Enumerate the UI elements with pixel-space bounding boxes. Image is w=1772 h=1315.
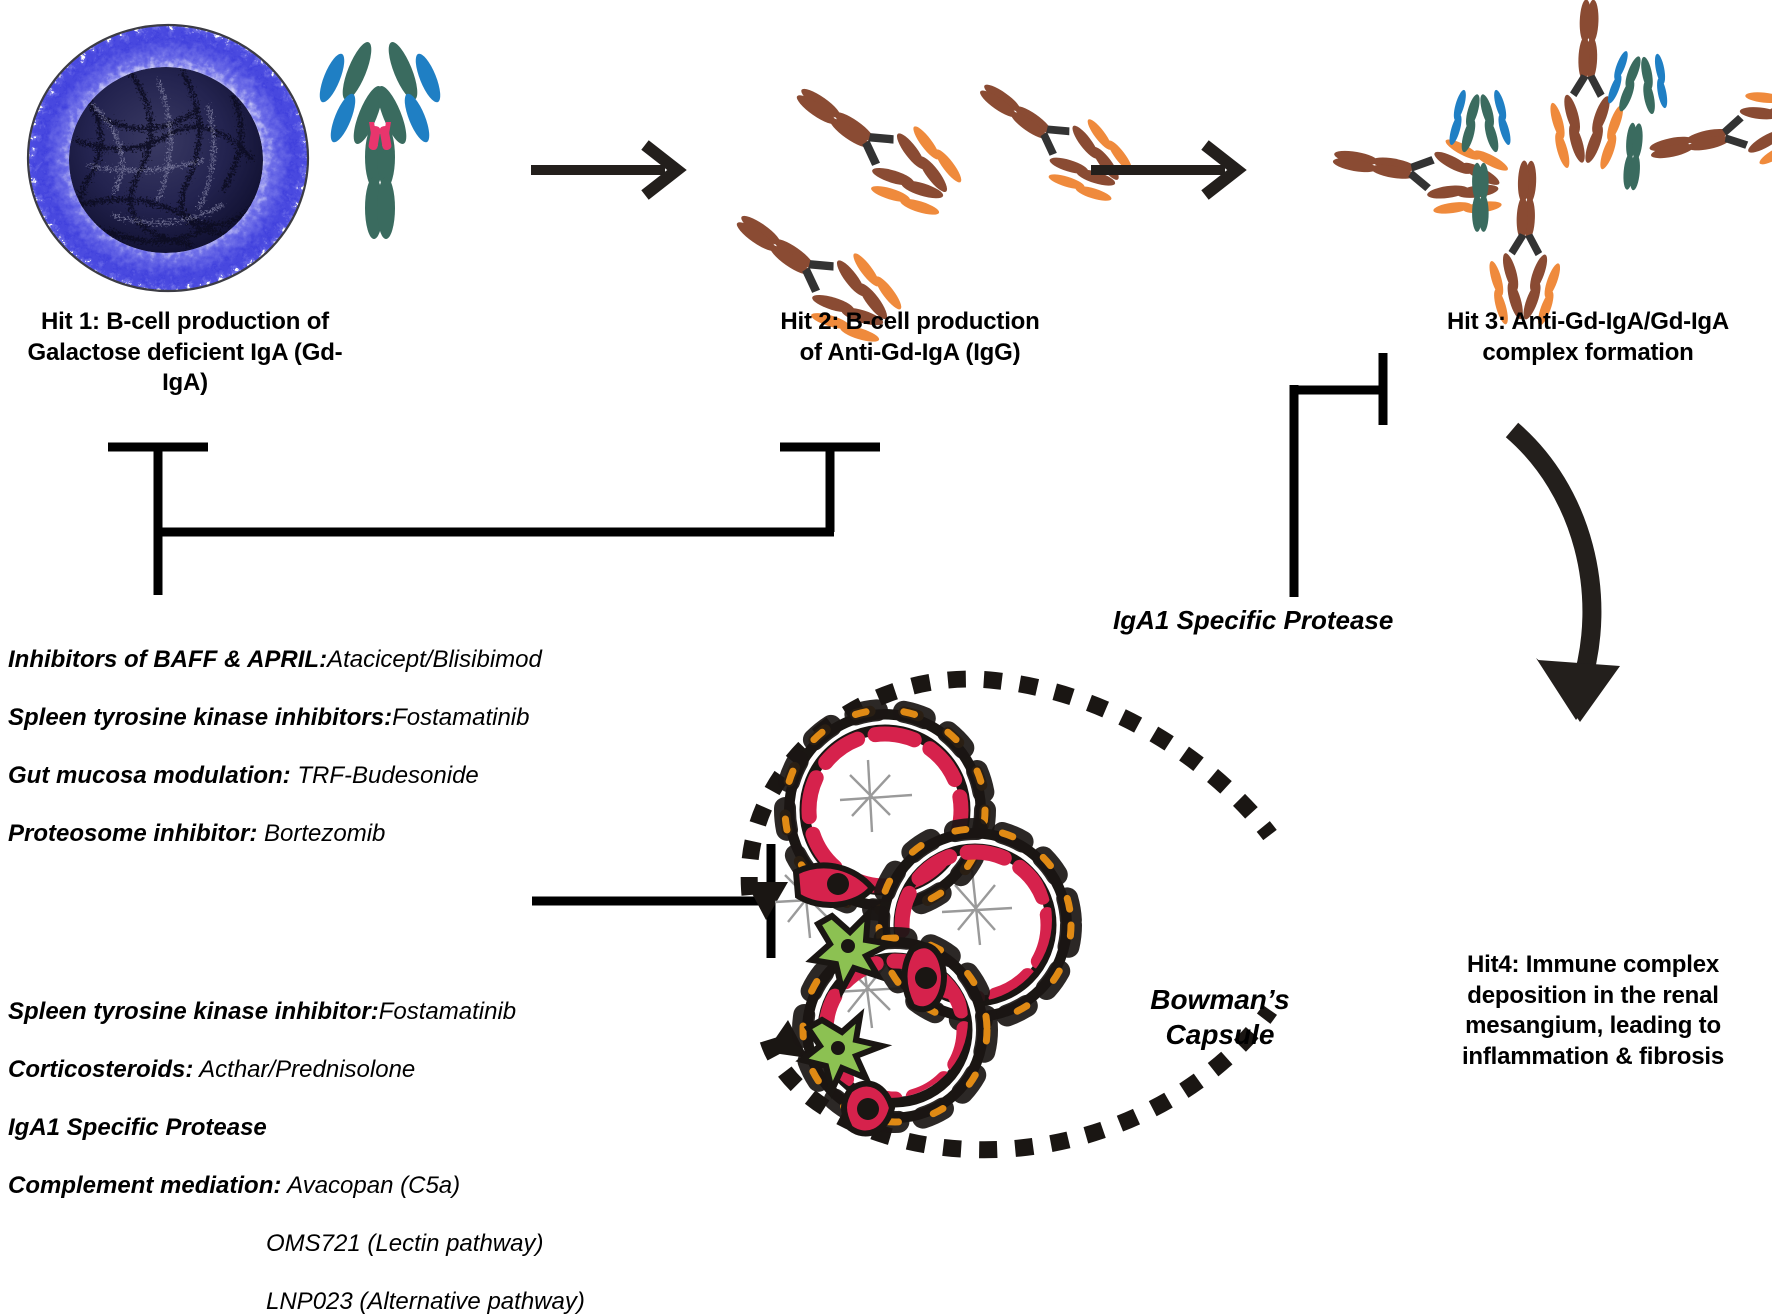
mesangial-cell (795, 906, 900, 1100)
bowmans-capsule-label: Bowman’s Capsule (1110, 982, 1330, 1052)
arrow-hit2-to-hit3 (1085, 135, 1265, 205)
hit3-label: Hit 3: Anti-Gd-IgA/Gd-IgA complex format… (1408, 307, 1768, 368)
arrow-hit1-to-hit2 (525, 135, 705, 205)
therapy-row: Proteosome inhibitor: Bortezomib (8, 822, 668, 846)
therapy-class: Complement mediation: (8, 1172, 282, 1199)
therapy-class: Gut mucosa modulation: (8, 762, 291, 789)
glomerulus-illustration (690, 620, 1310, 1160)
bowmans-capsule-label-line2: Capsule (1165, 1019, 1275, 1050)
therapy-row: IgA1 Specific Protease (8, 1116, 708, 1140)
therapy-row-continued: OMS721 (Lectin pathway) (266, 1232, 708, 1256)
arrow-hit3-to-hit4 (1460, 420, 1772, 750)
therapy-row: Spleen tyrosine kinase inhibitor:Fostama… (8, 1000, 708, 1024)
hit1-label: Hit 1: B-cell production of Galactose de… (10, 307, 360, 399)
therapy-drugs: OMS721 (Lectin pathway) (266, 1230, 544, 1257)
therapy-drugs: LNP023 (Alternative pathway) (266, 1288, 585, 1315)
endothelial-cell (792, 862, 948, 1137)
therapy-class: IgA1 Specific Protease (8, 1114, 267, 1141)
bowmans-capsule-outline (740, 670, 1277, 1159)
hit2-label-line2: of Anti-Gd-IgA (IgG) (799, 338, 1021, 366)
protease-label-upper: IgA1 Specific Protease (1113, 605, 1394, 635)
therapy-drugs: Fostamatinib (392, 704, 530, 731)
therapy-row: Spleen tyrosine kinase inhibitors:Fostam… (8, 706, 668, 730)
therapy-list-upper: Inhibitors of BAFF & APRIL:Atacicept/Bli… (8, 648, 668, 846)
therapy-class: Spleen tyrosine kinase inhibitor: (8, 998, 379, 1025)
hit4-label: Hit4: Immune complex deposition in the r… (1418, 950, 1768, 1073)
hit3-label-line2: complex formation (1482, 338, 1694, 366)
therapy-row: Gut mucosa modulation: TRF-Budesonide (8, 764, 668, 788)
hit4-label-line2: deposition in the renal (1467, 981, 1719, 1009)
therapy-list-lower: Spleen tyrosine kinase inhibitor:Fostama… (8, 1000, 708, 1314)
therapy-row: Inhibitors of BAFF & APRIL:Atacicept/Bli… (8, 648, 668, 672)
iga-antibody-icon (300, 18, 460, 239)
therapy-class: Inhibitors of BAFF & APRIL: (8, 646, 328, 673)
therapy-drugs: TRF-Budesonide (290, 762, 479, 789)
hit4-label-line4: inflammation & fibrosis (1461, 1043, 1725, 1071)
bracket-hit1-hit2 (90, 440, 910, 600)
hit1-label-line2: Galactose deficient IgA (Gd-IgA) (27, 338, 343, 397)
therapy-drugs: Atacicept/Blisibimod (327, 646, 542, 673)
bracket-hit3 (1288, 335, 1528, 605)
therapy-drugs: Bortezomib (257, 820, 386, 847)
therapy-class: Proteosome inhibitor: (8, 820, 258, 847)
therapy-drugs: Fostamatinib (378, 998, 517, 1025)
hit2-label: Hit 2: B-cell production of Anti-Gd-IgA … (740, 307, 1080, 368)
hit2-label-line1: Hit 2: B-cell production (780, 308, 1040, 335)
therapy-row: Corticosteroids: Acthar/Prednisolone (8, 1058, 708, 1082)
therapy-drugs: Avacopan (C5a) (281, 1172, 461, 1199)
immune-complex-cluster (1326, 0, 1772, 328)
therapy-row: Complement mediation: Avacopan (C5a) (8, 1174, 708, 1198)
hit4-label-line1: Hit4: Immune complex (1466, 951, 1720, 978)
hit1-label-line1: Hit 1: B-cell production of (41, 308, 329, 335)
hit4-label-line3: mesangium, leading to (1465, 1012, 1721, 1040)
therapy-class: Corticosteroids: (8, 1056, 194, 1083)
hit3-label-line1: Hit 3: Anti-Gd-IgA/Gd-IgA (1446, 308, 1730, 335)
b-cell-illustration (18, 10, 318, 300)
bowmans-capsule-label-line1: Bowman’s (1150, 984, 1290, 1015)
anti-gd-iga-antibody-group (715, 10, 1146, 361)
therapy-class: Spleen tyrosine kinase inhibitors: (8, 704, 393, 731)
therapy-drugs: Acthar/Prednisolone (193, 1056, 416, 1083)
